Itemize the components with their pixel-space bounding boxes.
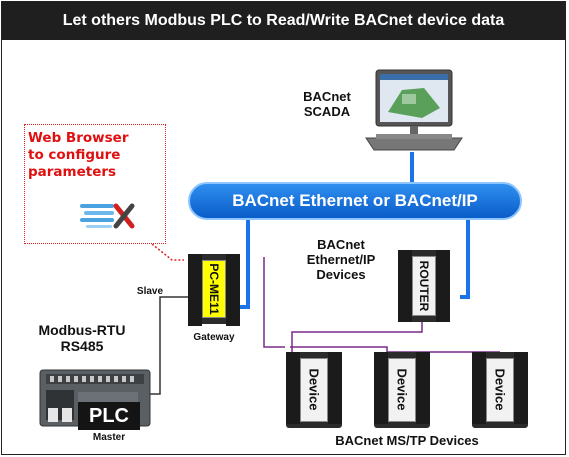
- diagram-title: Let others Modbus PLC to Read/Write BACn…: [62, 12, 505, 29]
- callout-pointer: [151, 243, 184, 261]
- bus-label: BACnet Ethernet or BACnet/IP: [232, 191, 478, 210]
- router-label: ROUTER: [417, 260, 431, 312]
- rs485-link: [142, 296, 188, 395]
- mstp-caption: BACnet MS/TP Devices: [335, 433, 479, 448]
- mstp-device-1: Device: [286, 352, 342, 428]
- gateway-role-label: Gateway: [193, 332, 235, 343]
- ethernet-devices-line-2: Ethernet/IP: [306, 251, 376, 267]
- plc-protocol-line-1: Modbus-RTU: [38, 322, 126, 338]
- gateway-link: [240, 219, 250, 309]
- callout-text: Web Browser to configure parameters: [28, 130, 138, 181]
- callout-line-3: parameters: [28, 163, 117, 180]
- scada-label: BACnet SCADA: [292, 89, 362, 120]
- scada-label-line-2: SCADA: [303, 103, 351, 119]
- ethernet-devices-line-1: BACnet: [317, 237, 365, 252]
- plc-protocol-line-2: RS485: [60, 338, 104, 355]
- router-link: [460, 219, 470, 299]
- router-module: ROUTER: [398, 250, 450, 322]
- mstp-link: [263, 257, 285, 348]
- mstp-device-3: Device: [472, 352, 528, 428]
- header-bar: Let others Modbus PLC to Read/Write BACn…: [2, 2, 565, 40]
- ethernet-devices-line-3: Devices: [316, 266, 366, 282]
- callout-line-1: Web Browser: [28, 130, 129, 146]
- mstp-device-3-label: Device: [492, 368, 508, 411]
- mstp-bus: [290, 346, 500, 353]
- ethernet-devices-label: BACnet Ethernet/IP Devices: [296, 237, 386, 283]
- master-label: Master: [92, 432, 126, 443]
- mstp-device-2: Device: [374, 352, 430, 428]
- scada-label-line-1: BACnet: [303, 89, 351, 104]
- slave-label: Slave: [136, 286, 164, 297]
- gateway-module: PC-ME11: [188, 254, 240, 326]
- web-browser-callout: [24, 124, 166, 244]
- plc-badge: PLC: [78, 402, 140, 430]
- router-mstp-link: [291, 322, 423, 352]
- mstp-device-1-label: Device: [306, 368, 322, 411]
- bacnet-ethernet-bus: BACnet Ethernet or BACnet/IP: [188, 182, 522, 220]
- callout-line-2: to configure: [28, 146, 121, 163]
- plc-protocol-label: Modbus-RTU RS485: [32, 322, 132, 354]
- mstp-device-2-label: Device: [394, 368, 410, 411]
- scada-computer-icon: [365, 69, 463, 151]
- configuration-tools-icon: [80, 203, 135, 229]
- gateway-model-label: PC-ME11: [207, 263, 221, 315]
